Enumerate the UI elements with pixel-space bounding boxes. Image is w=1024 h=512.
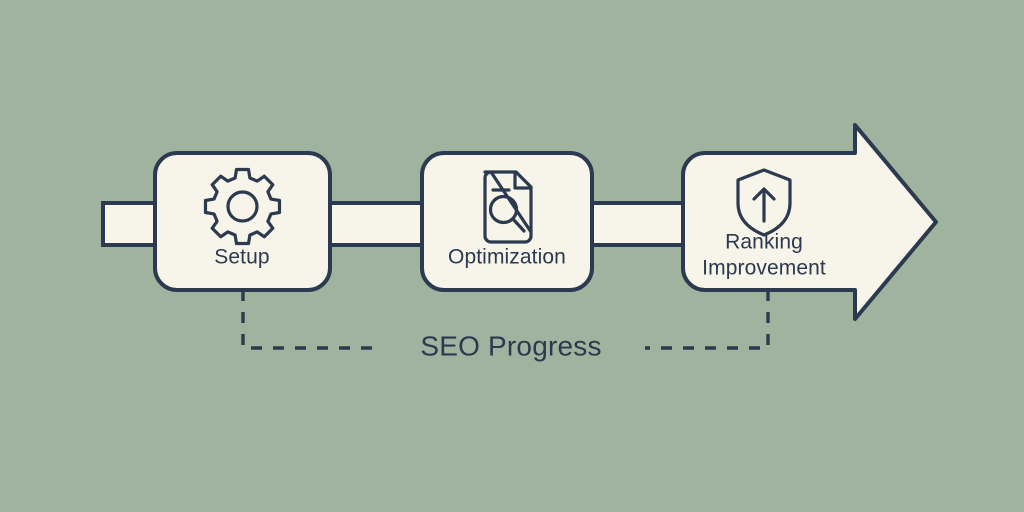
connector-optimization-to-ranking (578, 201, 702, 247)
document-search-icon (483, 170, 533, 244)
step-node-optimization[interactable]: Optimization (420, 151, 594, 292)
step-label-ranking-line1: Ranking (725, 231, 803, 254)
connector-setup-to-optimization (316, 201, 440, 247)
step-label-optimization: Optimization (448, 246, 566, 269)
gear-icon (203, 167, 282, 246)
shield-up-arrow-icon (736, 168, 792, 237)
caption-seo-progress: SEO Progress (420, 330, 601, 361)
step-node-ranking-improvement[interactable]: Ranking Improvement (681, 123, 938, 321)
step-label-ranking-line2: Improvement (702, 257, 826, 280)
step-label-setup: Setup (214, 246, 269, 269)
caption-bracket (241, 290, 770, 350)
step-node-setup[interactable]: Setup (153, 151, 332, 292)
